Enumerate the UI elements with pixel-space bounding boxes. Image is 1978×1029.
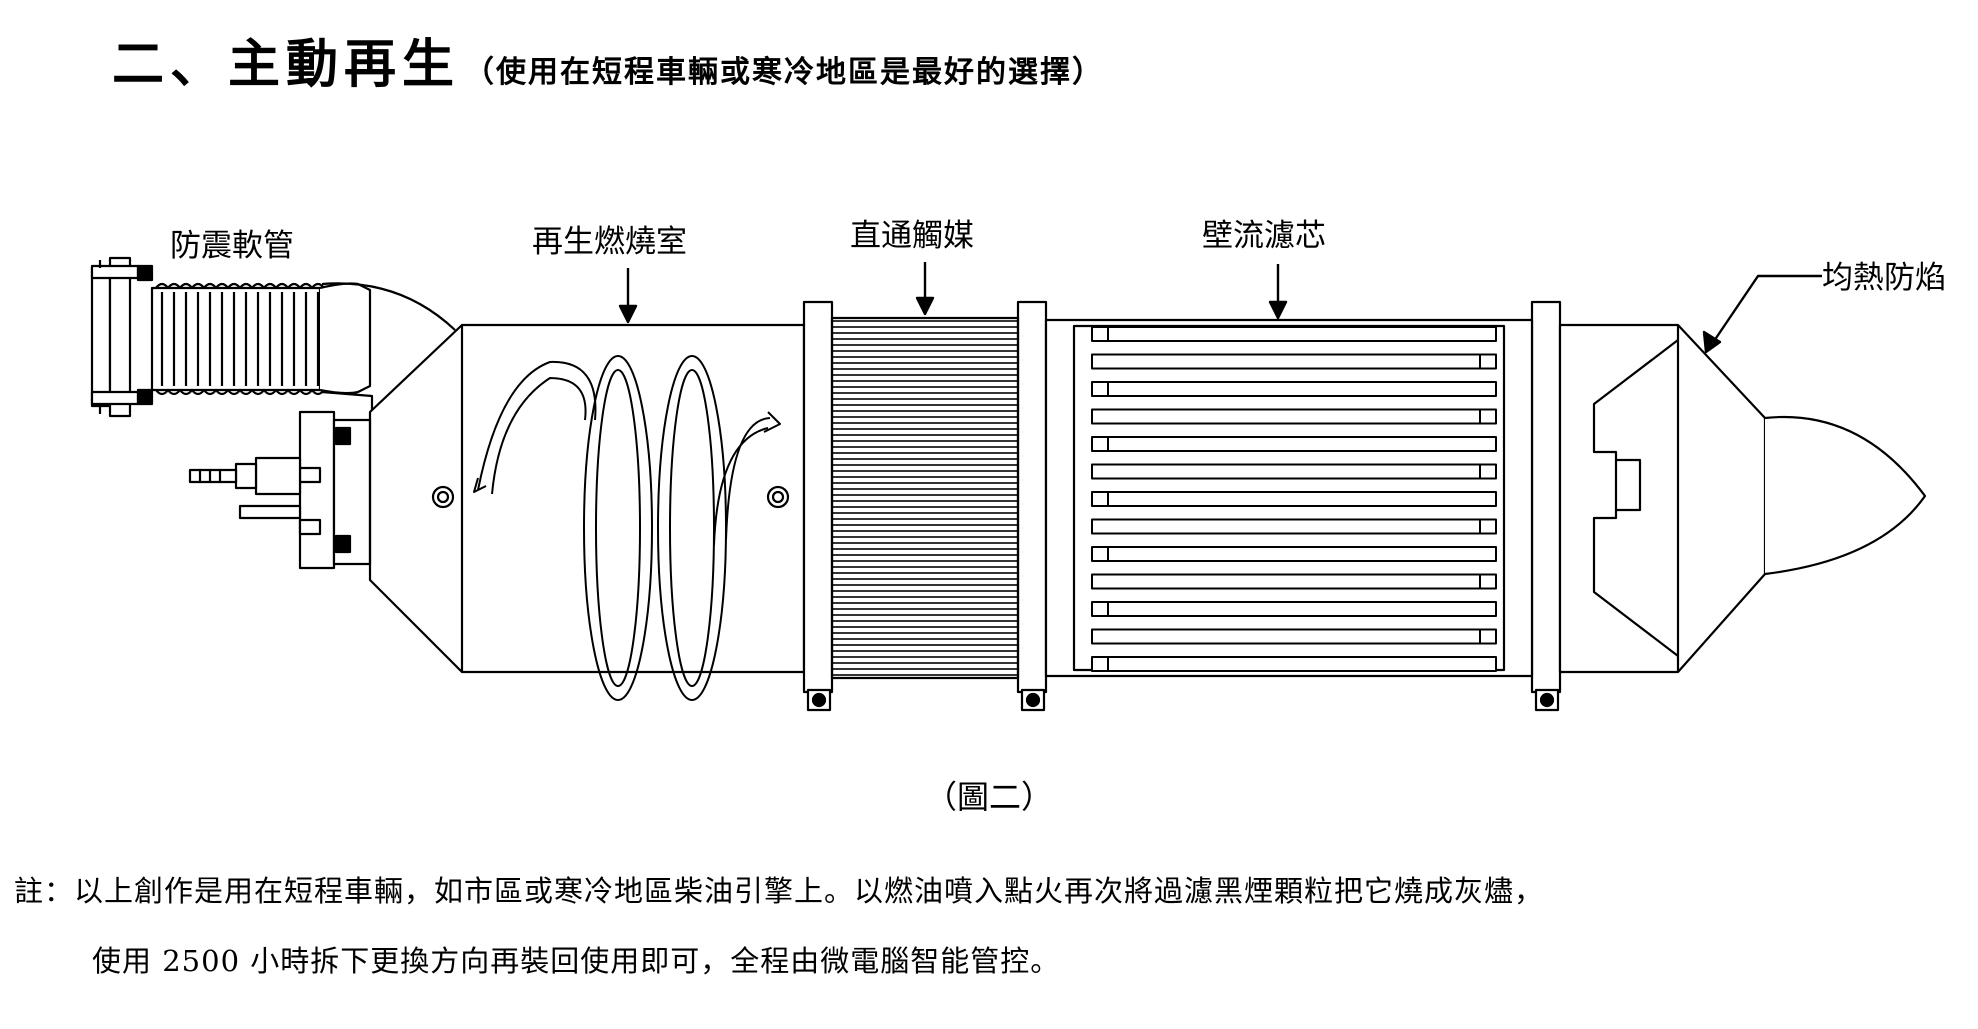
filter-channel [1091,463,1497,480]
burner-assembly [188,410,372,570]
clamp-flange-1 [802,300,834,712]
heading-sub: （使用在短程車輛或寒冷地區是最好的選擇） [464,55,1105,90]
label-chamber: 再生燃燒室 [532,224,687,260]
anti-vibration-hose [150,282,372,396]
inlet-cone [368,324,463,673]
outlet-pipe [1764,415,1927,576]
filter-channel [1091,573,1497,590]
page-heading: 二、主動再生（使用在短程車輛或寒冷地區是最好的選擇） [112,22,1104,97]
filter-channel [1091,491,1497,507]
outlet-cone [1558,323,1767,674]
filter-channel [1091,381,1497,397]
clamp-flange-3 [1530,300,1562,712]
filter-channel [1091,408,1497,425]
inlet-flange [90,256,154,418]
combustion-chamber [431,323,806,674]
filter-channel [1091,628,1497,645]
filter-channel [1091,353,1497,370]
inlet-elbow [321,282,456,410]
note-line-1: 註：以上創作是用在短程車輛，如市區或寒冷地區柴油引擎上。以燃油噴入點火再次將過濾… [14,874,1545,908]
label-hose: 防震軟管 [170,228,294,264]
label-catalyst: 直通觸媒 [850,218,974,254]
filter-channel [1091,436,1497,452]
filter-channel [1091,326,1497,342]
label-arrows [618,262,1822,354]
figure-caption: （圖二） [925,778,1054,816]
filter-channel [1091,601,1497,617]
label-flame: 均熱防焰 [1822,260,1946,296]
catalyst-core [830,316,1020,680]
heading-main: 二、主動再生 [112,34,461,95]
filter-channel [1091,518,1497,535]
filter-channel [1091,656,1497,672]
filter-channel [1091,546,1497,562]
clamp-flange-2 [1016,300,1048,712]
label-filter: 壁流濾芯 [1202,218,1326,254]
wall-flow-filter [1044,318,1534,678]
flame-spiral [473,355,781,701]
note-line-2: 使用 2500 小時拆下更換方向再裝回使用即可，全程由微電腦智能管控。 [92,944,1061,978]
